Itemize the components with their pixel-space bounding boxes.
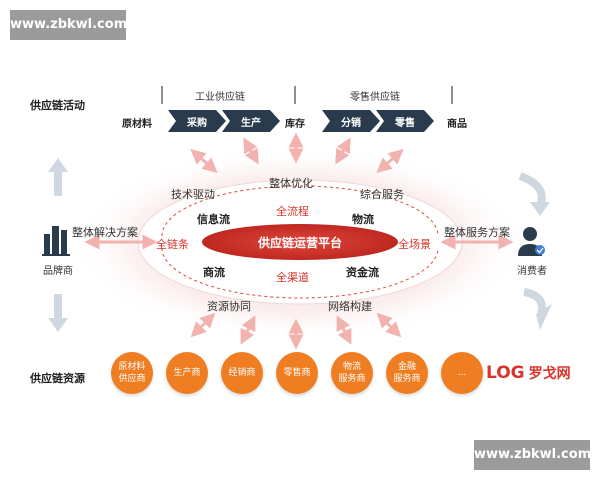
consumer-caption: 消费者: [517, 266, 547, 277]
caption-industrial-chain: 工业供应链: [195, 92, 245, 103]
label-full-chain: 全链条: [156, 238, 189, 251]
row-label-resource: 供应链资源: [30, 372, 85, 385]
resource-line1: 金融: [397, 362, 416, 372]
chevron-procure: 采购: [168, 110, 226, 132]
brand-caption: 品牌商: [43, 266, 73, 277]
chevron-distribute: 分销: [322, 110, 380, 132]
resource-line1: 物流: [342, 362, 361, 372]
chevron-sell: 零售: [376, 110, 434, 132]
resource-line1: 经销商: [228, 368, 256, 378]
label-capital-flow: 资金流: [346, 266, 379, 279]
resource-raw-supplier: 原材料供应商: [111, 352, 153, 394]
resource-producer: 生产商: [166, 352, 208, 394]
logo: LOG 罗戈网: [486, 362, 571, 384]
label-info-flow: 信息流: [197, 213, 230, 226]
label-integrated-service: 综合服务: [360, 188, 404, 201]
logo-name: 罗戈网: [528, 366, 571, 382]
label-overall-optimize: 整体优化: [269, 177, 313, 190]
label-resource-synergy: 资源协同: [207, 300, 251, 313]
resource-logistics-provider: 物流服务商: [331, 352, 373, 394]
resource-line2: 服务商: [393, 374, 421, 384]
chain-raw-material: 原材料: [122, 119, 152, 130]
resource-line1: 零售商: [283, 368, 311, 378]
chevron-distribute-label: 分销: [341, 117, 361, 129]
resource-line1: 原材料: [118, 362, 146, 372]
logo-letters: LOG: [486, 363, 525, 383]
label-left-solution: 整体解决方案: [72, 226, 138, 239]
watermark-top: www.zbkwl.com: [10, 10, 127, 40]
person-icon: [518, 227, 545, 256]
chain-inventory: 库存: [285, 119, 305, 130]
label-full-scene: 全场景: [398, 238, 431, 251]
label-network-build: 网络构建: [328, 300, 372, 313]
resource-more: ...: [441, 352, 483, 394]
resource-line1: 生产商: [173, 368, 201, 378]
chain-goods: 商品: [447, 119, 467, 130]
building-icon: [42, 226, 70, 256]
caption-retail-chain: 零售供应链: [350, 92, 400, 103]
resource-line2: 供应商: [118, 374, 146, 384]
label-logistics-flow: 物流: [352, 213, 374, 226]
resource-line2: 服务商: [338, 374, 366, 384]
row-label-activity: 供应链活动: [30, 99, 85, 112]
label-commerce-flow: 商流: [203, 266, 225, 279]
watermark-bottom: www.zbkwl.com: [474, 440, 591, 470]
resource-finance-provider: 金融服务商: [386, 352, 428, 394]
label-tech-driven: 技术驱动: [171, 188, 215, 201]
platform-title: 供应链运营平台: [257, 236, 342, 250]
chain-dividers: [161, 86, 453, 104]
label-full-process: 全流程: [276, 205, 309, 218]
chevron-produce: 生产: [222, 110, 280, 132]
chevron-sell-label: 零售: [395, 117, 415, 129]
resource-distributor: 经销商: [221, 352, 263, 394]
chevron-produce-label: 生产: [241, 117, 261, 129]
resource-line1: ...: [457, 368, 467, 378]
chevron-procure-label: 采购: [187, 117, 207, 129]
label-right-solution: 整体服务方案: [444, 226, 510, 239]
label-full-channel: 全渠道: [276, 271, 309, 284]
resource-retailer: 零售商: [276, 352, 318, 394]
